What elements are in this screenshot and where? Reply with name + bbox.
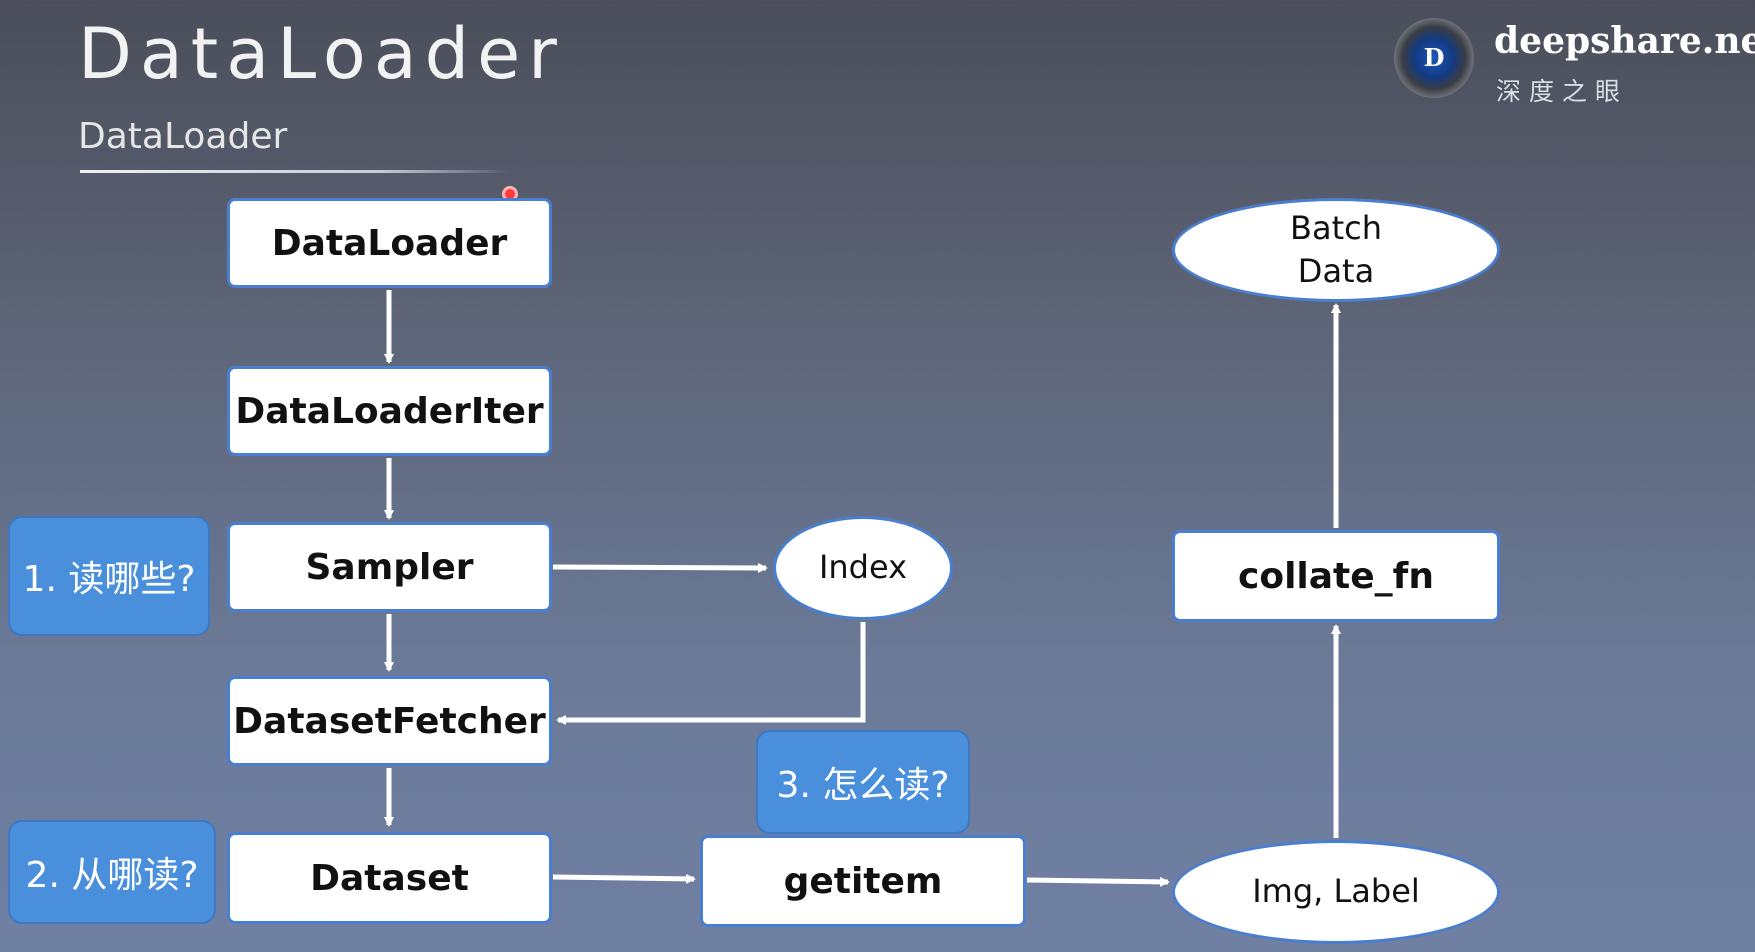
img-label-ellipse: Img, Label [1172, 840, 1500, 944]
brand-name: deepshare.net [1494, 20, 1755, 62]
batch-data-line2: Data [1297, 252, 1375, 290]
arrow-getitem-to-imglabel [1026, 876, 1170, 887]
dataset-box: Dataset [227, 832, 552, 924]
getitem-box: getitem [700, 835, 1026, 927]
sampler-box: Sampler [227, 522, 552, 612]
dataset-fetcher-box: DatasetFetcher [227, 676, 552, 766]
dataloader-iter-box: DataLoaderIter [227, 366, 552, 456]
logo-mark-letter: D [1423, 43, 1445, 72]
collate-fn-box: collate_fn [1172, 530, 1500, 622]
arrow-sampler-to-index [552, 562, 768, 573]
arrow-dataset-to-getitem [552, 873, 696, 884]
dataloader-box: DataLoader [227, 198, 552, 288]
index-ellipse: Index [773, 516, 953, 620]
arrow-index-to-fetcher [556, 622, 866, 725]
slide-subtitle: DataLoader [78, 116, 288, 157]
batch-data-line1: Batch [1290, 208, 1382, 247]
eye-logo-icon: D [1394, 18, 1474, 98]
brand-logo: D deepshare.net 深度之眼 [1390, 14, 1755, 106]
brand-subtitle: 深度之眼 [1496, 77, 1629, 106]
callout-which-to-read: 1. 读哪些? [8, 516, 210, 636]
callout-how-to-read: 3. 怎么读? [756, 730, 970, 834]
index-label: Index [818, 548, 908, 587]
img-label-text: Img, Label [1252, 872, 1420, 911]
batch-data-ellipse: Batch Data [1172, 198, 1500, 302]
title-underline [80, 170, 510, 173]
callout-where-to-read: 2. 从哪读? [8, 820, 216, 924]
slide-title: DataLoader [78, 13, 565, 95]
